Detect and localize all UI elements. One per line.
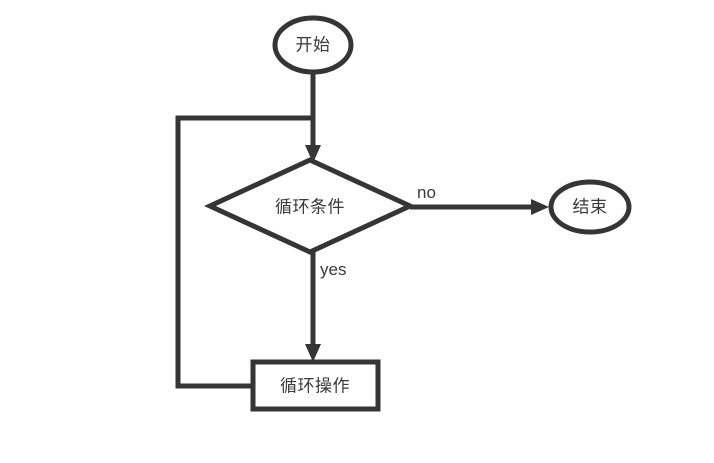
edge-condition-to-process [305, 252, 321, 362]
edge-condition-to-end [410, 199, 549, 215]
edge-start-to-condition [305, 73, 321, 163]
node-start[interactable] [272, 15, 354, 75]
edge-process-to-condition-line [175, 115, 313, 389]
node-end[interactable] [548, 179, 632, 235]
edge-process-to-condition [175, 115, 313, 389]
edge-start-to-condition-arrowhead [305, 145, 321, 163]
edge-condition-to-end-arrowhead [531, 199, 549, 215]
edge-condition-to-process-arrowhead [305, 344, 321, 362]
node-condition[interactable] [204, 157, 416, 255]
node-process[interactable] [250, 359, 381, 412]
